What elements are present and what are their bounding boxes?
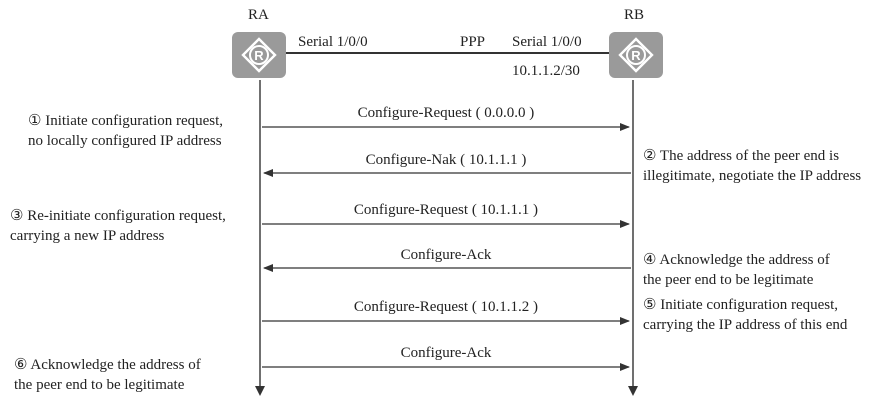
note-step-1: ① Initiate configuration request, no loc… [28, 111, 223, 151]
note-line: the peer end to be legitimate [14, 377, 185, 393]
note-line: ③ Re-initiate configuration request, [10, 208, 226, 224]
message-label-2: Configure-Nak ( 10.1.1.1 ) [365, 152, 527, 168]
note-step-3: ③ Re-initiate configuration request, car… [10, 206, 226, 246]
link-protocol-label: PPP [460, 34, 486, 50]
message-label-3: Configure-Request ( 10.1.1.1 ) [353, 202, 539, 218]
lifeline-ra-arrow [255, 386, 265, 396]
note-line: ⑥ Acknowledge the address of [14, 357, 201, 373]
message-label-5: Configure-Request ( 10.1.1.2 ) [353, 299, 539, 315]
router-icon: R [609, 32, 663, 78]
note-line: no locally configured IP address [28, 133, 222, 149]
router-icon: R [232, 32, 286, 78]
message-label-6: Configure-Ack [400, 345, 492, 361]
interface-label-rb: Serial 1/0/0 [512, 34, 582, 50]
address-label-rb: 10.1.1.2/30 [512, 63, 580, 79]
svg-text:R: R [631, 48, 641, 63]
note-line: the peer end to be legitimate [643, 272, 814, 288]
note-line: ⑤ Initiate configuration request, [643, 297, 839, 313]
note-step-5: ⑤ Initiate configuration request, carryi… [643, 295, 847, 335]
note-line: carrying a new IP address [10, 228, 165, 244]
note-step-6: ⑥ Acknowledge the address of the peer en… [14, 355, 201, 395]
note-line: ④ Acknowledge the address of [643, 252, 830, 268]
note-line: ① Initiate configuration request, [28, 113, 224, 129]
router-name-ra: RA [248, 7, 269, 23]
note-step-2: ② The address of the peer end is illegit… [643, 146, 861, 186]
message-label-1: Configure-Request ( 0.0.0.0 ) [357, 105, 535, 121]
note-line: illegitimate, negotiate the IP address [643, 168, 862, 184]
note-line: ② The address of the peer end is [643, 148, 840, 164]
lifeline-rb-arrow [628, 386, 638, 396]
svg-text:R: R [254, 48, 264, 63]
interface-label-ra: Serial 1/0/0 [298, 34, 368, 50]
message-label-4: Configure-Ack [400, 247, 492, 263]
note-line: carrying the IP address of this end [643, 317, 848, 333]
note-step-4: ④ Acknowledge the address of the peer en… [643, 250, 830, 290]
router-name-rb: RB [624, 7, 645, 23]
